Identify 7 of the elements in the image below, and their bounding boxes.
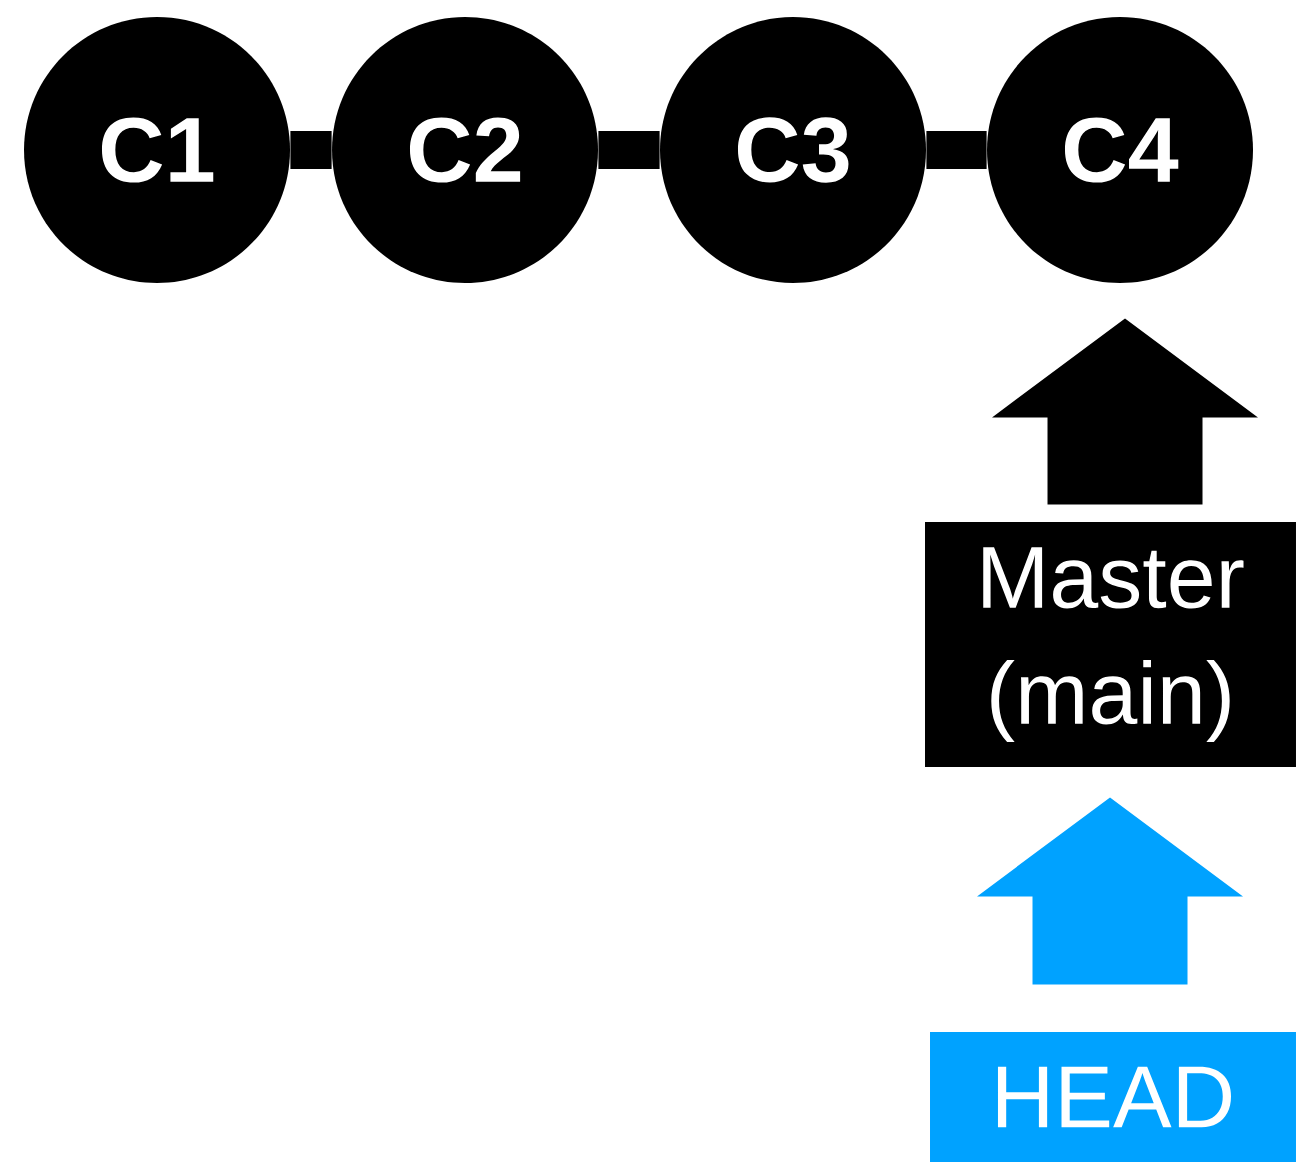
connector-line — [290, 131, 332, 169]
connector-line — [598, 131, 660, 169]
head-label-box: HEAD — [930, 1032, 1296, 1162]
block-arrow — [977, 797, 1243, 985]
branch-label-box: Master (main) — [925, 522, 1296, 767]
connector-line — [926, 131, 987, 169]
block-arrow — [992, 318, 1258, 505]
